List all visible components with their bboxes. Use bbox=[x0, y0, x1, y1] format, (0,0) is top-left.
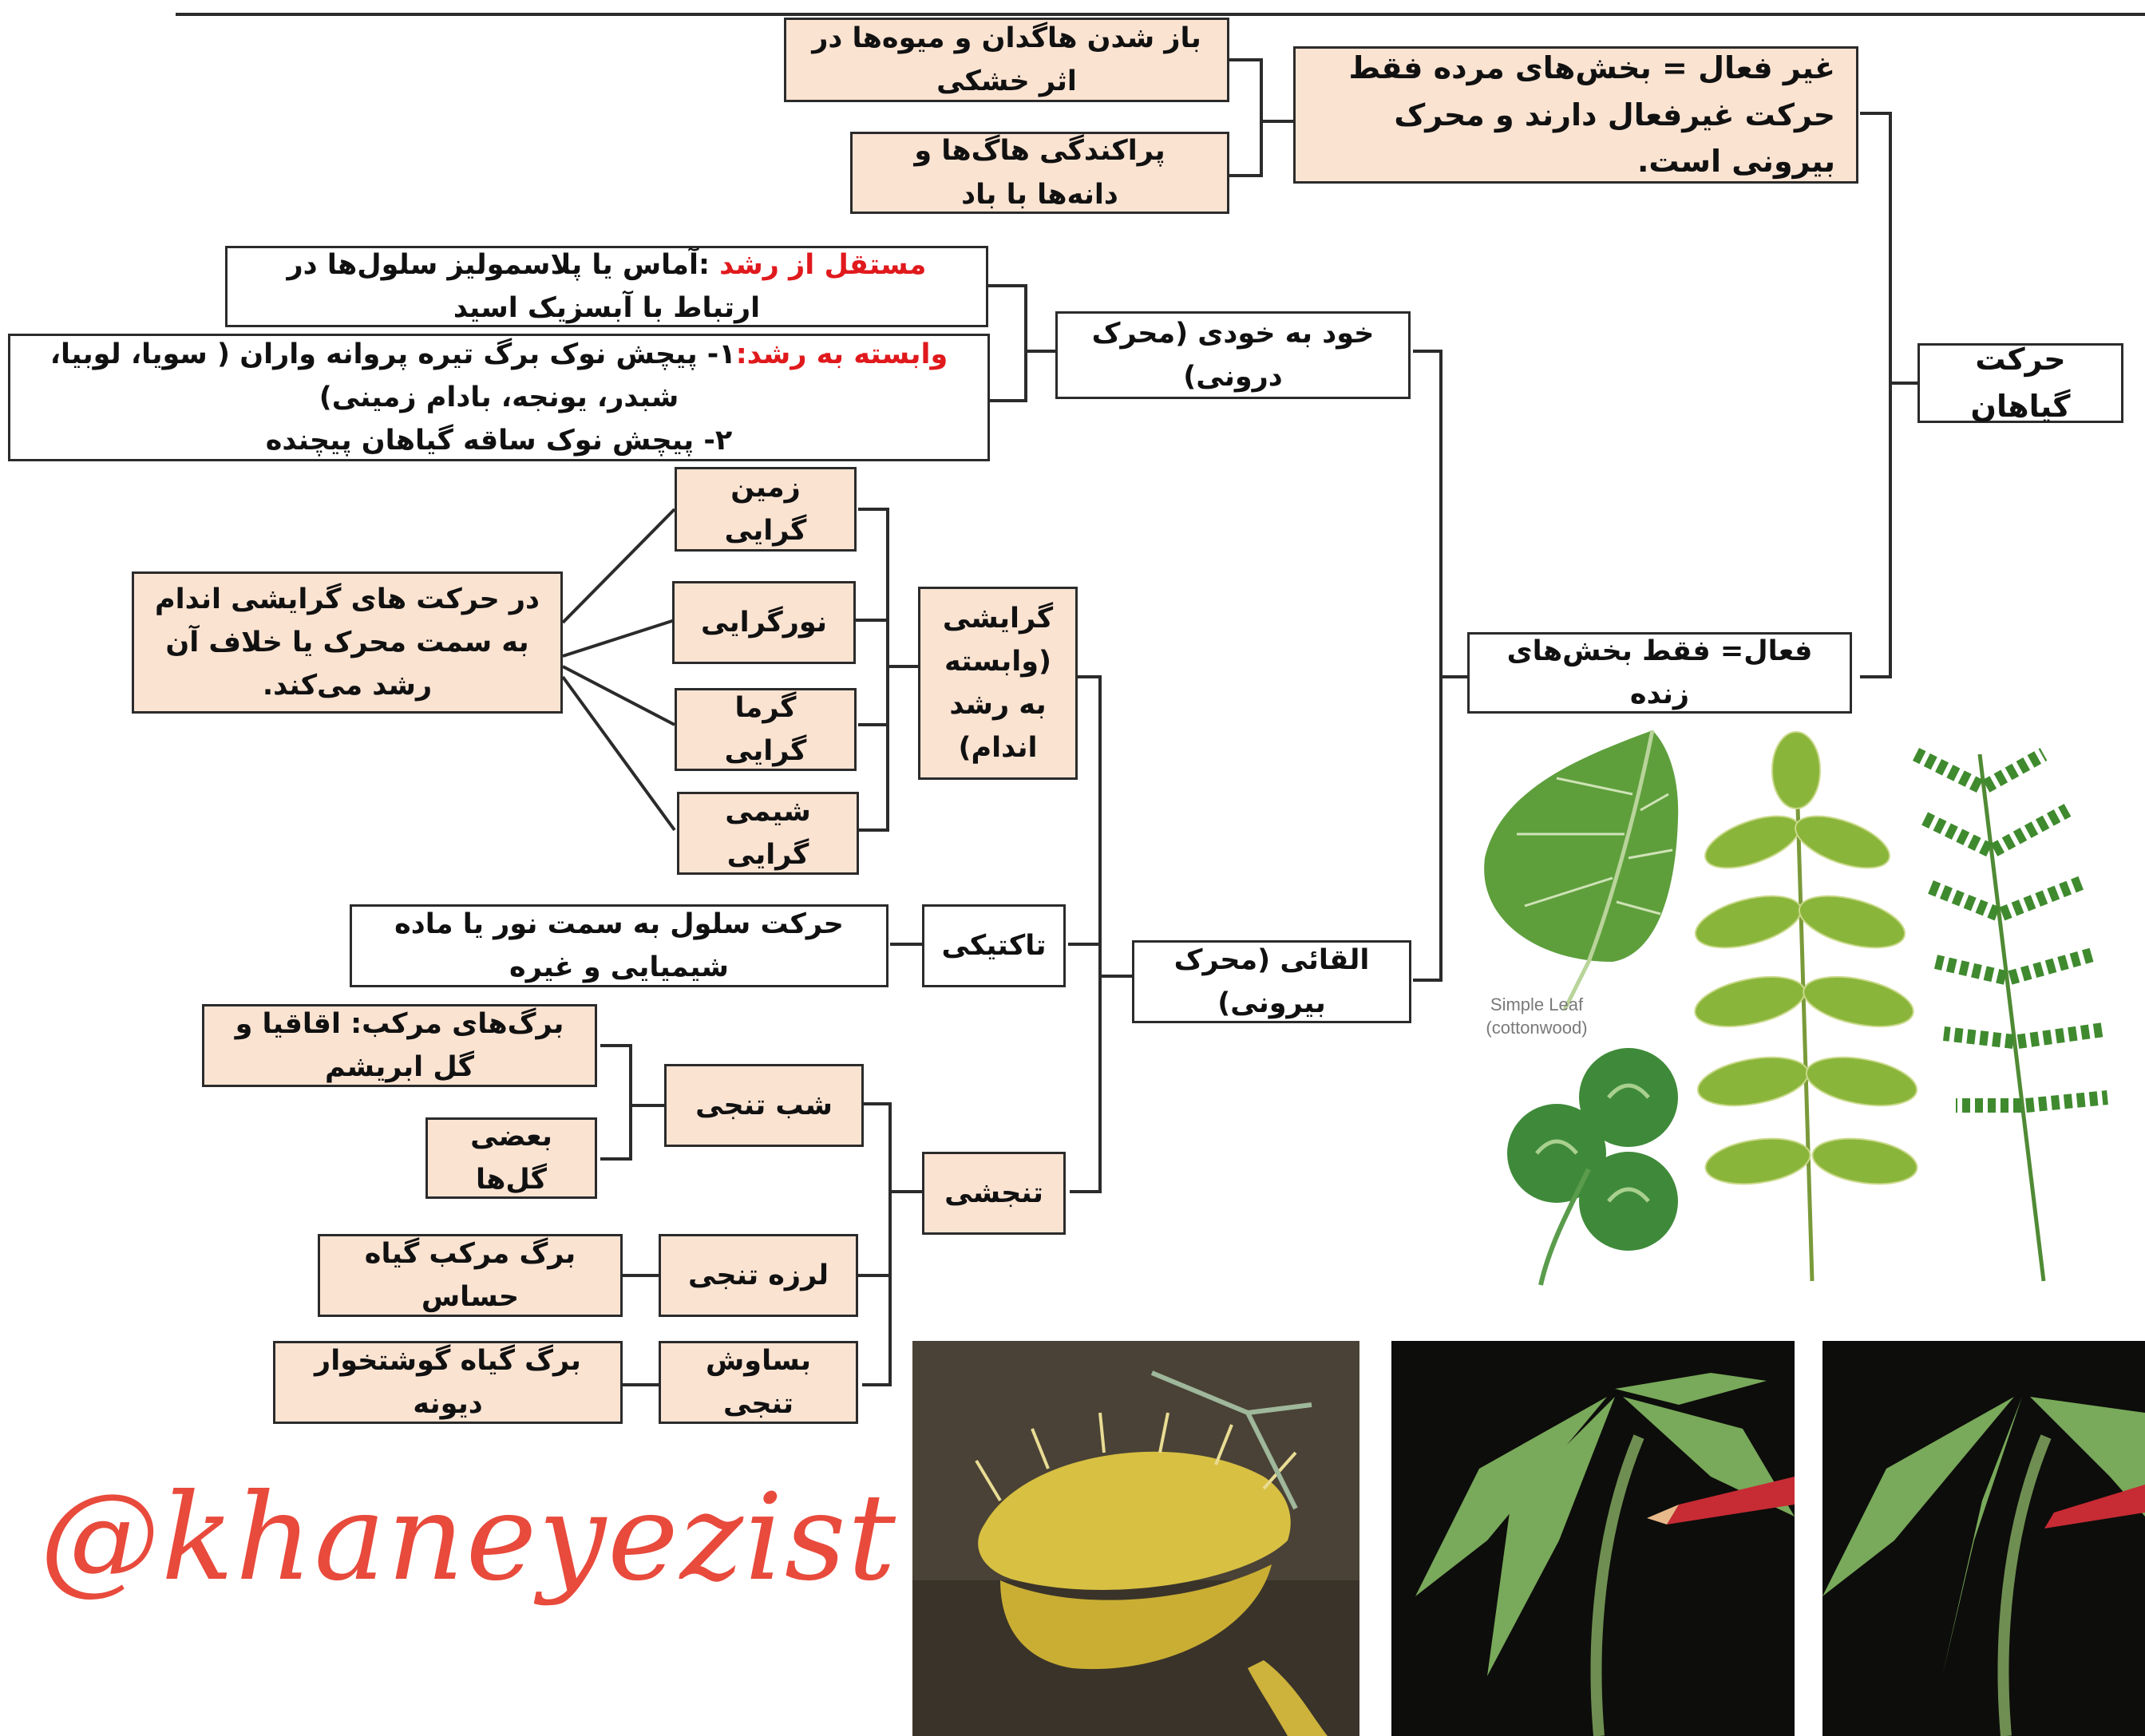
leaf-illustrations bbox=[1484, 730, 2108, 1286]
clover-leaf-illustration bbox=[1507, 1048, 1678, 1286]
growth-independent-node: مستقل از رشد :آماس یا پلاسمولیز سلول‌ها … bbox=[225, 246, 988, 327]
mimosa-leaf-closed-photo bbox=[1822, 1341, 2145, 1736]
tropism-note: در حرکت های گرایشی اندام به سمت محرک یا … bbox=[132, 571, 563, 714]
seismonasty-example: برگ مرکب گیاه حساس bbox=[318, 1234, 623, 1317]
growth-dependent-title: وابسته به رشد: bbox=[735, 338, 948, 370]
seismonasty-node: لرزه تنجی bbox=[659, 1234, 858, 1317]
taxis-node: تاکتیکی bbox=[922, 904, 1066, 987]
nyctinasty-example-1: برگ‌های مرکب: اقاقیا و گل ابریشم bbox=[202, 1004, 597, 1087]
nyctinasty-example-2: بعضی گل‌ها bbox=[425, 1117, 597, 1199]
growth-dependent-node: وابسته به رشد:۱- پیچش نوک برگ تیره پروان… bbox=[8, 334, 990, 461]
tropism-node: گرایشی (وابسته به رشد اندام) bbox=[918, 587, 1078, 780]
mimosa-leaf-open-photo bbox=[1391, 1341, 1795, 1736]
active-node: فعال= فقط بخش‌های زنده bbox=[1467, 632, 1852, 714]
simple-leaf-illustration bbox=[1484, 730, 1679, 1011]
tropism-thermotropism: گرما گرایی bbox=[675, 688, 857, 771]
induced-node: القائی (محرک بیرونی) bbox=[1132, 940, 1411, 1023]
watermark-handle: @khaneyezist bbox=[40, 1469, 898, 1607]
venus-flytrap-photo bbox=[912, 1341, 1359, 1736]
growth-independent-text: :آماس یا پلاسمولیز سلول‌ها در ارتباط با … bbox=[287, 248, 761, 324]
bipinnate-leaf-illustration bbox=[1912, 747, 2108, 1282]
thigmonasty-node: بساوش تنجی bbox=[659, 1341, 858, 1424]
pinnate-compound-leaf-illustration bbox=[1694, 731, 1918, 1282]
nasty-node: تنجشی bbox=[922, 1152, 1066, 1235]
tropism-geotropism: زمین گرایی bbox=[675, 467, 857, 552]
nyctinasty-node: شب تنجی bbox=[664, 1064, 864, 1147]
tropism-phototropism: نورگرایی bbox=[672, 581, 856, 664]
taxis-note: حرکت سلول به سمت نور یا ماده شیمیایی و غ… bbox=[350, 904, 888, 987]
inactive-example-2: پراکندگی هاگ‌ها و دانه‌ها با باد bbox=[850, 132, 1229, 214]
simple-leaf-caption: Simple Leaf (cottonwood) bbox=[1486, 995, 1588, 1038]
root-node: حرکت گیاهان bbox=[1917, 342, 2123, 424]
tropism-chemotropism: شیمی گرایی bbox=[677, 792, 859, 875]
growth-independent-title: مستقل از رشد bbox=[719, 248, 927, 281]
inactive-example-1: باز شدن هاگدان و میوه‌ها در اثر خشکی bbox=[784, 18, 1229, 102]
growth-dependent-line-1: ۱- پیچش نوک برگ تیره پروانه واران ( سویا… bbox=[49, 338, 736, 413]
inactive-node: غیر فعال = بخش‌های مرده فقط حرکت غیرفعال… bbox=[1293, 46, 1858, 184]
growth-dependent-line-2: ۲- پیچش نوک ساقه گیاهان پیچنده bbox=[265, 425, 733, 457]
spontaneous-node: خود به خودی (محرک درونی) bbox=[1055, 311, 1411, 399]
thigmonasty-example: برگ گیاه گوشتخوار دیونه bbox=[273, 1341, 623, 1424]
